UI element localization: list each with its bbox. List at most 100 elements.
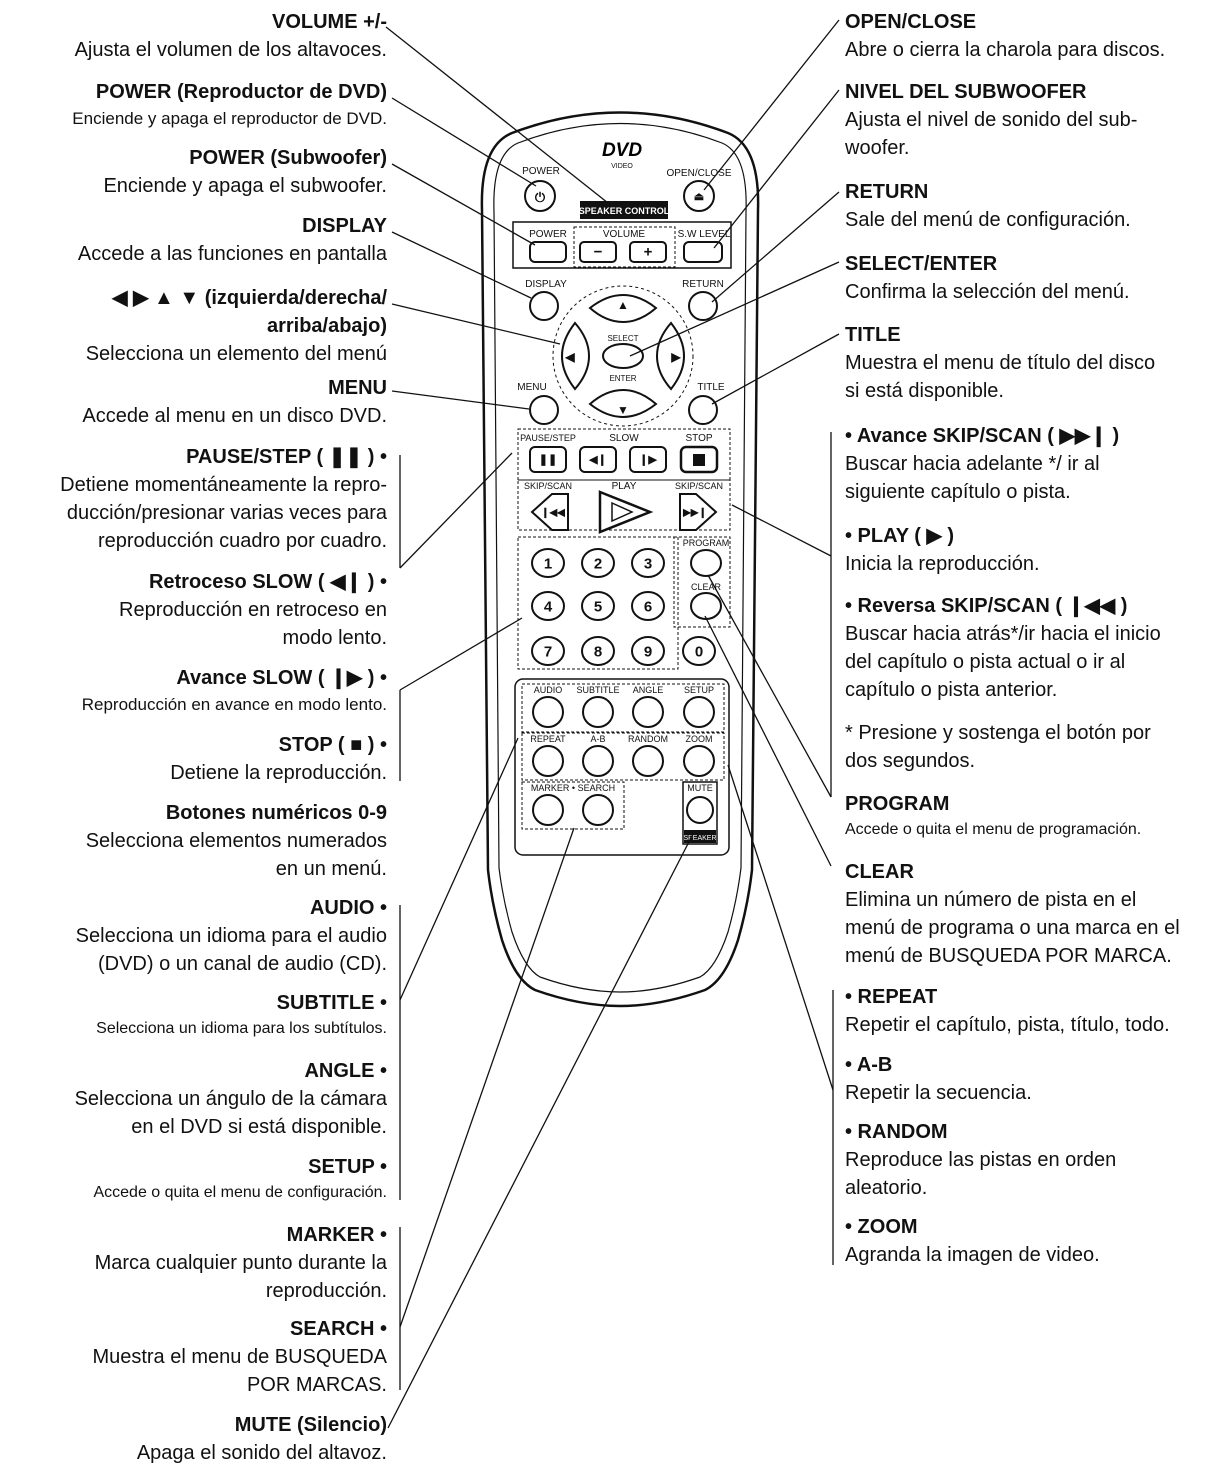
menu-button[interactable] bbox=[529, 395, 559, 425]
open-close-button[interactable] bbox=[683, 180, 715, 212]
left-label-desc: en el DVD si está disponible. bbox=[131, 1116, 387, 1138]
menu-label: MENU bbox=[517, 382, 546, 393]
slow-reverse-button[interactable] bbox=[579, 446, 617, 473]
program-button[interactable] bbox=[690, 549, 722, 577]
zoom-button[interactable] bbox=[683, 745, 715, 777]
left-label-title: SUBTITLE • bbox=[276, 992, 387, 1014]
left-label-desc: modo lento. bbox=[282, 627, 387, 649]
left-label-desc: Selecciona un elemento del menú bbox=[85, 343, 387, 365]
left-label-desc: reproducción. bbox=[265, 1280, 387, 1302]
leader-pause-group bbox=[399, 452, 513, 569]
left-label-desc: Selecciona un idioma para los subtítulos… bbox=[96, 1020, 387, 1037]
subtitle-button[interactable] bbox=[582, 696, 614, 728]
left-label-title: arriba/abajo) bbox=[266, 315, 387, 337]
play-label: PLAY bbox=[612, 481, 637, 492]
repeat-row-box bbox=[521, 732, 725, 781]
ab-button[interactable] bbox=[582, 745, 614, 777]
select-label: SELECT bbox=[607, 334, 638, 343]
nav-right-button[interactable] bbox=[655, 321, 685, 391]
slow-forward-button[interactable] bbox=[629, 446, 667, 473]
audio-button[interactable] bbox=[532, 696, 564, 728]
right-label-title: CLEAR bbox=[845, 861, 914, 883]
left-label-title: SEARCH • bbox=[289, 1318, 387, 1340]
left-label-desc: Accede al menu en un disco DVD. bbox=[82, 405, 387, 427]
search-button[interactable] bbox=[582, 794, 614, 826]
right-label-desc: Sale del menú de configuración. bbox=[845, 209, 1131, 231]
setup-button[interactable] bbox=[683, 696, 715, 728]
program-clear-box bbox=[673, 536, 731, 628]
leader-marker-search bbox=[399, 827, 575, 1328]
select-enter-button[interactable] bbox=[602, 343, 644, 369]
volume-minus-button[interactable] bbox=[579, 241, 617, 263]
right-label-desc: Confirma la selección del menú. bbox=[845, 281, 1130, 303]
digit-button-6[interactable] bbox=[631, 591, 665, 621]
right-label-desc: si está disponible. bbox=[845, 380, 1004, 402]
digit-button-8[interactable] bbox=[581, 636, 615, 666]
digit-label: 3 bbox=[644, 556, 652, 573]
title-button[interactable] bbox=[688, 395, 718, 425]
leader-power-dvd bbox=[391, 97, 537, 187]
digit-label: 5 bbox=[594, 599, 602, 616]
dvd-logo: DVD bbox=[602, 140, 642, 161]
skip-forward-button[interactable] bbox=[679, 493, 718, 531]
digit-button-5[interactable] bbox=[581, 591, 615, 621]
leader-clear bbox=[704, 615, 832, 867]
repeat-button[interactable] bbox=[532, 745, 564, 777]
digit-button-1[interactable] bbox=[531, 548, 565, 578]
right-label-desc: Buscar hacia adelante */ ir al bbox=[845, 453, 1100, 475]
digit-button-7[interactable] bbox=[531, 636, 565, 666]
left-label-desc: Enciende y apaga el subwoofer. bbox=[103, 175, 387, 197]
subtitle-label: SUBTITLE bbox=[576, 685, 619, 695]
stop-icon bbox=[693, 454, 705, 466]
left-label-title: ANGLE • bbox=[304, 1060, 387, 1082]
ab-label: A-B bbox=[590, 734, 605, 744]
sub-power-label: POWER bbox=[529, 229, 567, 240]
angle-button[interactable] bbox=[632, 696, 664, 728]
volume-minus-icon: − bbox=[594, 244, 603, 261]
left-label-title: Avance SLOW ( ❙▶ ) • bbox=[176, 667, 387, 689]
random-button[interactable] bbox=[632, 745, 664, 777]
random-label: RANDOM bbox=[628, 734, 668, 744]
left-label-desc: Reproducción en retroceso en bbox=[119, 599, 387, 621]
return-label: RETURN bbox=[682, 279, 724, 290]
left-label-desc: Selecciona un ángulo de la cámara bbox=[74, 1088, 387, 1110]
repeat-label: REPEAT bbox=[530, 734, 566, 744]
leader-audio-group bbox=[399, 737, 519, 1001]
left-label-desc: (DVD) o un canal de audio (CD). bbox=[97, 953, 387, 975]
numeric-keypad-box bbox=[517, 536, 679, 670]
digit-button-0[interactable] bbox=[682, 636, 716, 666]
subwoofer-power-button[interactable] bbox=[529, 241, 567, 263]
mute-label: MUTE bbox=[687, 783, 713, 793]
power-label: POWER bbox=[522, 166, 560, 177]
nav-left-button[interactable] bbox=[561, 321, 591, 391]
return-button[interactable] bbox=[688, 291, 718, 321]
leader-skip-group bbox=[731, 504, 832, 557]
nav-down-button[interactable] bbox=[588, 388, 658, 418]
right-label-desc: Agranda la imagen de video. bbox=[845, 1244, 1100, 1266]
skip-reverse-button[interactable] bbox=[530, 493, 569, 531]
nav-up-button[interactable] bbox=[588, 294, 658, 324]
left-label-desc: Detiene la reproducción. bbox=[170, 762, 387, 784]
volume-plus-button[interactable] bbox=[629, 241, 667, 263]
power-button[interactable] bbox=[524, 180, 556, 212]
digit-button-3[interactable] bbox=[631, 548, 665, 578]
pause-step-button[interactable] bbox=[529, 446, 567, 473]
digit-button-2[interactable] bbox=[581, 548, 615, 578]
left-label-desc: Accede a las funciones en pantalla bbox=[77, 243, 387, 265]
mute-button[interactable] bbox=[686, 796, 714, 824]
right-label-title: OPEN/CLOSE bbox=[845, 11, 977, 33]
digit-button-4[interactable] bbox=[531, 591, 565, 621]
leader-return bbox=[711, 191, 840, 303]
pause-step-label: PAUSE/STEP bbox=[520, 433, 576, 443]
right-label-desc: woofer. bbox=[845, 137, 910, 159]
left-label-title: MARKER • bbox=[286, 1224, 387, 1246]
leader-menu bbox=[391, 390, 530, 410]
left-label-title: Botones numéricos 0-9 bbox=[165, 802, 387, 824]
right-label-title: PROGRAM bbox=[845, 793, 950, 815]
digit-button-9[interactable] bbox=[631, 636, 665, 666]
marker-button[interactable] bbox=[532, 794, 564, 826]
display-button[interactable] bbox=[529, 291, 559, 321]
sw-level-button[interactable] bbox=[683, 241, 723, 263]
